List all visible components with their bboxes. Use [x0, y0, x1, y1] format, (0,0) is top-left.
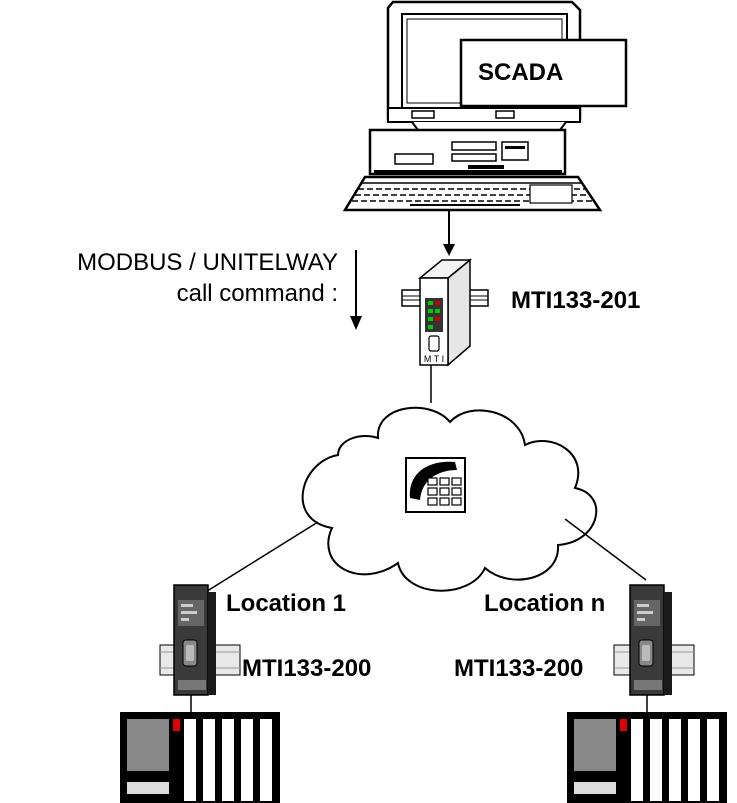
- remote-n-modem-label: MTI133-200: [454, 655, 583, 682]
- location-n-label: Location n: [484, 590, 605, 617]
- plc-rack-1: [120, 712, 280, 803]
- location-1-label: Location 1: [226, 590, 346, 617]
- scada-label: SCADA: [478, 59, 563, 86]
- command-label-line1: MODBUS / UNITELWAY: [77, 249, 338, 276]
- command-label-line2: call command :: [177, 280, 338, 307]
- scada-cable-arrowhead: [443, 244, 455, 256]
- plc-rack-n: [567, 712, 727, 803]
- remote-1-cable: [196, 522, 318, 598]
- telephone-icon: [406, 458, 465, 512]
- master-modem-face-text: M T I: [424, 354, 444, 364]
- command-arrow-head: [350, 316, 362, 330]
- remote-modem-n: [614, 585, 694, 695]
- remote-n-cable: [565, 519, 646, 580]
- scada-computer: SCADA: [345, 2, 626, 210]
- master-modem: M T I: [402, 260, 488, 365]
- remote-1-modem-label: MTI133-200: [242, 655, 371, 682]
- master-modem-label: MTI133-201: [511, 287, 640, 314]
